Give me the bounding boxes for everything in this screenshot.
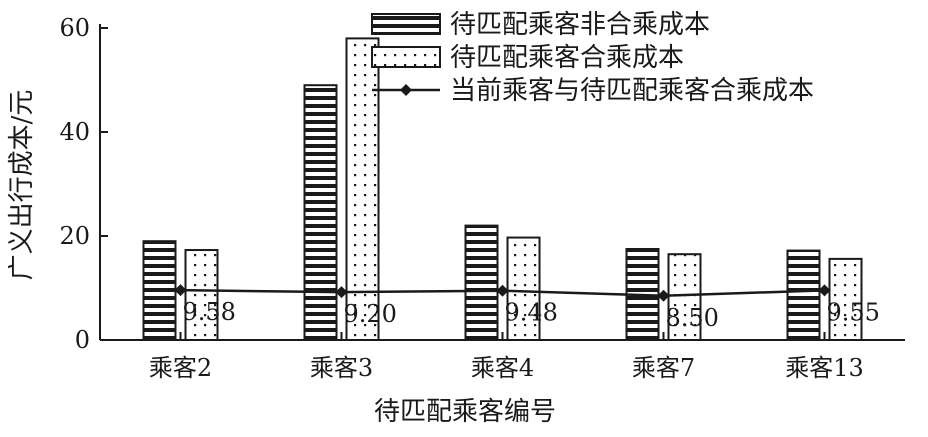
line-point-marker bbox=[818, 284, 831, 297]
x-tick-label: 乘客7 bbox=[632, 354, 695, 382]
legend-label: 待匹配乘客合乘成本 bbox=[450, 43, 684, 73]
line-point-marker bbox=[657, 289, 670, 302]
data-label: 9.55 bbox=[827, 298, 880, 326]
bar-carpool-cost bbox=[345, 37, 380, 342]
axes-layer: 0 20 40 60 乘客2 乘客3 乘客4 乘客7 乘客13 bbox=[59, 14, 905, 382]
line-point-marker bbox=[335, 286, 348, 299]
bar-carpool-cost bbox=[828, 257, 863, 342]
legend-label: 当前乘客与待匹配乘客合乘成本 bbox=[450, 76, 814, 106]
x-tick-label: 乘客3 bbox=[310, 354, 373, 382]
bar-carpool-cost bbox=[184, 249, 219, 341]
legend-swatch-marker bbox=[400, 84, 412, 96]
data-label: 9.48 bbox=[505, 299, 558, 327]
y-tick-label: 60 bbox=[59, 14, 90, 42]
line-point-marker bbox=[496, 284, 509, 297]
bar-noncarpool-cost bbox=[303, 84, 338, 341]
y-tick-label: 0 bbox=[75, 326, 90, 354]
data-label: 8.50 bbox=[666, 304, 719, 332]
legend-swatch bbox=[371, 46, 441, 68]
x-axis-label: 待匹配乘客编号 bbox=[374, 397, 556, 427]
bar-noncarpool-cost bbox=[142, 240, 177, 341]
line-point-marker bbox=[174, 284, 187, 297]
y-tick-label: 20 bbox=[59, 222, 90, 250]
line-layer: 9.58 9.20 9.48 8.50 9.55 bbox=[174, 284, 880, 332]
bar-carpool-cost bbox=[506, 236, 541, 341]
x-tick-label: 乘客4 bbox=[471, 354, 534, 382]
x-tick-label: 乘客2 bbox=[149, 354, 212, 382]
bar-noncarpool-cost bbox=[786, 249, 821, 341]
bar-noncarpool-cost bbox=[464, 224, 499, 342]
legend-label: 待匹配乘客非合乘成本 bbox=[450, 10, 710, 40]
y-tick-label: 40 bbox=[59, 118, 90, 146]
x-tick-label: 乘客13 bbox=[785, 354, 864, 382]
data-label: 9.58 bbox=[183, 298, 236, 326]
legend-swatch bbox=[371, 13, 441, 35]
data-label: 9.20 bbox=[344, 300, 397, 328]
y-axis-label: 广义出行成本/元 bbox=[7, 90, 37, 281]
